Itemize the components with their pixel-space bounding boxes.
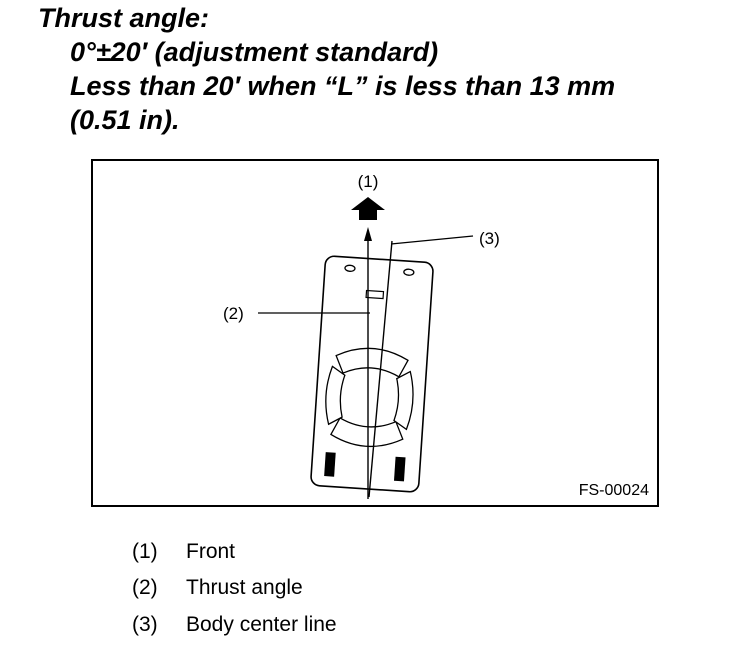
legend-number: (3)	[132, 613, 158, 636]
legend-text: Body center line	[186, 613, 337, 636]
callout-2: (2)	[223, 304, 244, 323]
front-hole-left	[344, 264, 356, 272]
center-marker	[365, 289, 385, 300]
callout-3: (3)	[479, 229, 500, 248]
front-hole-right	[403, 268, 415, 276]
legend-number: (1)	[132, 540, 158, 563]
ring-segment-top	[335, 347, 409, 378]
vehicle-diagram: (1) (2) (3) FS-00024	[223, 172, 649, 499]
spec-adjustment-standard: 0°±20′ (adjustment standard)	[70, 37, 439, 67]
legend-number: (2)	[132, 576, 158, 599]
rear-wheel-left	[324, 452, 336, 477]
thrust-angle-figure: (1) (2) (3) FS-00024	[91, 159, 659, 507]
body-center-line	[368, 240, 393, 498]
ring-segment-right	[393, 370, 414, 431]
legend-text: Thrust angle	[186, 576, 303, 599]
thrust-arrowhead	[364, 227, 372, 241]
callout-1: (1)	[358, 172, 379, 191]
figure-code: FS-00024	[579, 482, 649, 499]
leader-line-3	[390, 235, 474, 245]
rear-wheel-right	[393, 456, 406, 482]
legend-text: Front	[186, 540, 236, 563]
vehicle-body	[310, 255, 434, 493]
spec-limit-inches: (0.51 in).	[70, 105, 180, 135]
spec-limit: Less than 20′ when “L” is less than 13 m…	[70, 71, 616, 101]
ring-segment-left	[325, 365, 346, 426]
spec-heading: Thrust angle:	[38, 3, 210, 33]
ring-segment-bottom	[330, 417, 404, 448]
front-arrow-icon	[351, 197, 385, 220]
